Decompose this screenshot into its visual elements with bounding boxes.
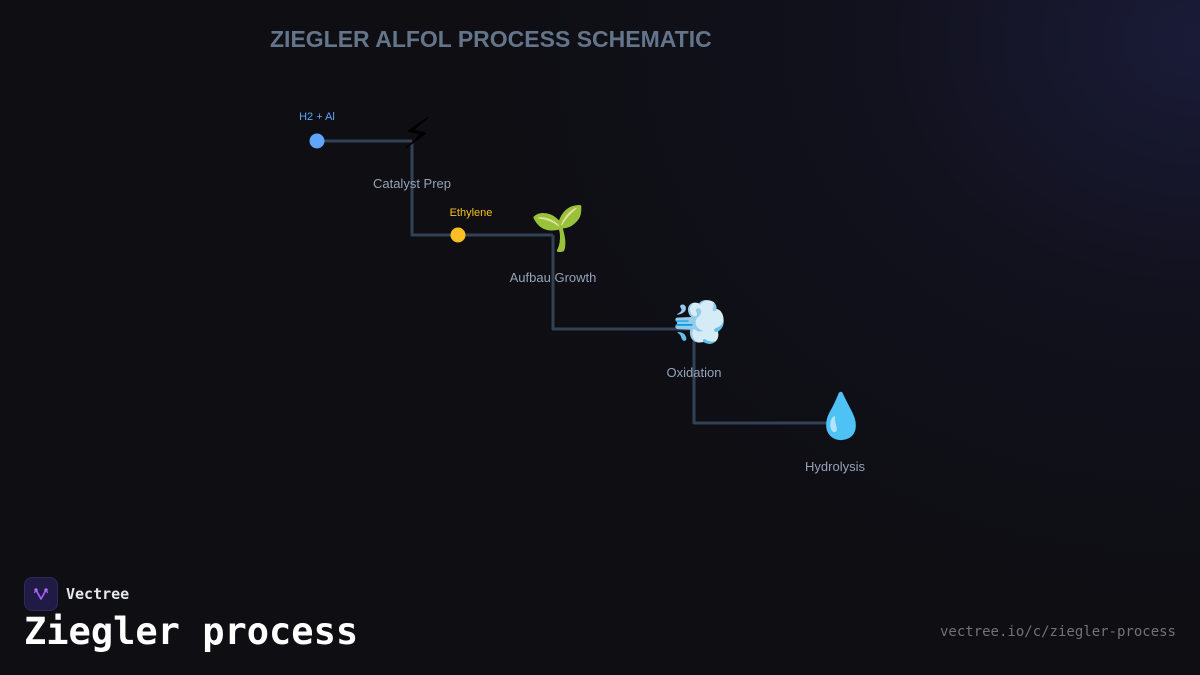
wind-icon: 💨 — [672, 297, 728, 348]
page-title: Ziegler process — [24, 610, 359, 653]
node-label-oxidation: Oxidation — [666, 365, 722, 380]
input-dot-h2-al — [309, 133, 325, 149]
brand: Vectree — [24, 577, 129, 611]
input-label-ethylene: Ethylene — [449, 207, 493, 219]
connector-oxidation-to-hydrolysis — [692, 329, 835, 425]
vectree-logo-icon — [24, 577, 58, 611]
droplet-icon: 💧 — [813, 391, 869, 442]
brand-name: Vectree — [66, 585, 130, 603]
lightning-icon: ⚡ — [401, 109, 433, 160]
input-dot-ethylene — [450, 227, 466, 243]
node-label-catalyst-prep: Catalyst Prep — [372, 176, 452, 191]
diagram-title: ZIEGLER ALFOL PROCESS SCHEMATIC — [270, 26, 712, 52]
connector-aufbau-to-oxidation — [551, 235, 694, 331]
input-label-h2-al: H2 + Al — [299, 111, 335, 123]
page-url[interactable]: vectree.io/c/ziegler-process — [939, 624, 1176, 640]
connector-catalyst-to-aufbau — [410, 141, 553, 237]
node-label-aufbau-growth: Aufbau Growth — [509, 270, 597, 285]
seedling-icon: 🌱 — [530, 203, 586, 254]
node-label-hydrolysis: Hydrolysis — [805, 459, 865, 474]
